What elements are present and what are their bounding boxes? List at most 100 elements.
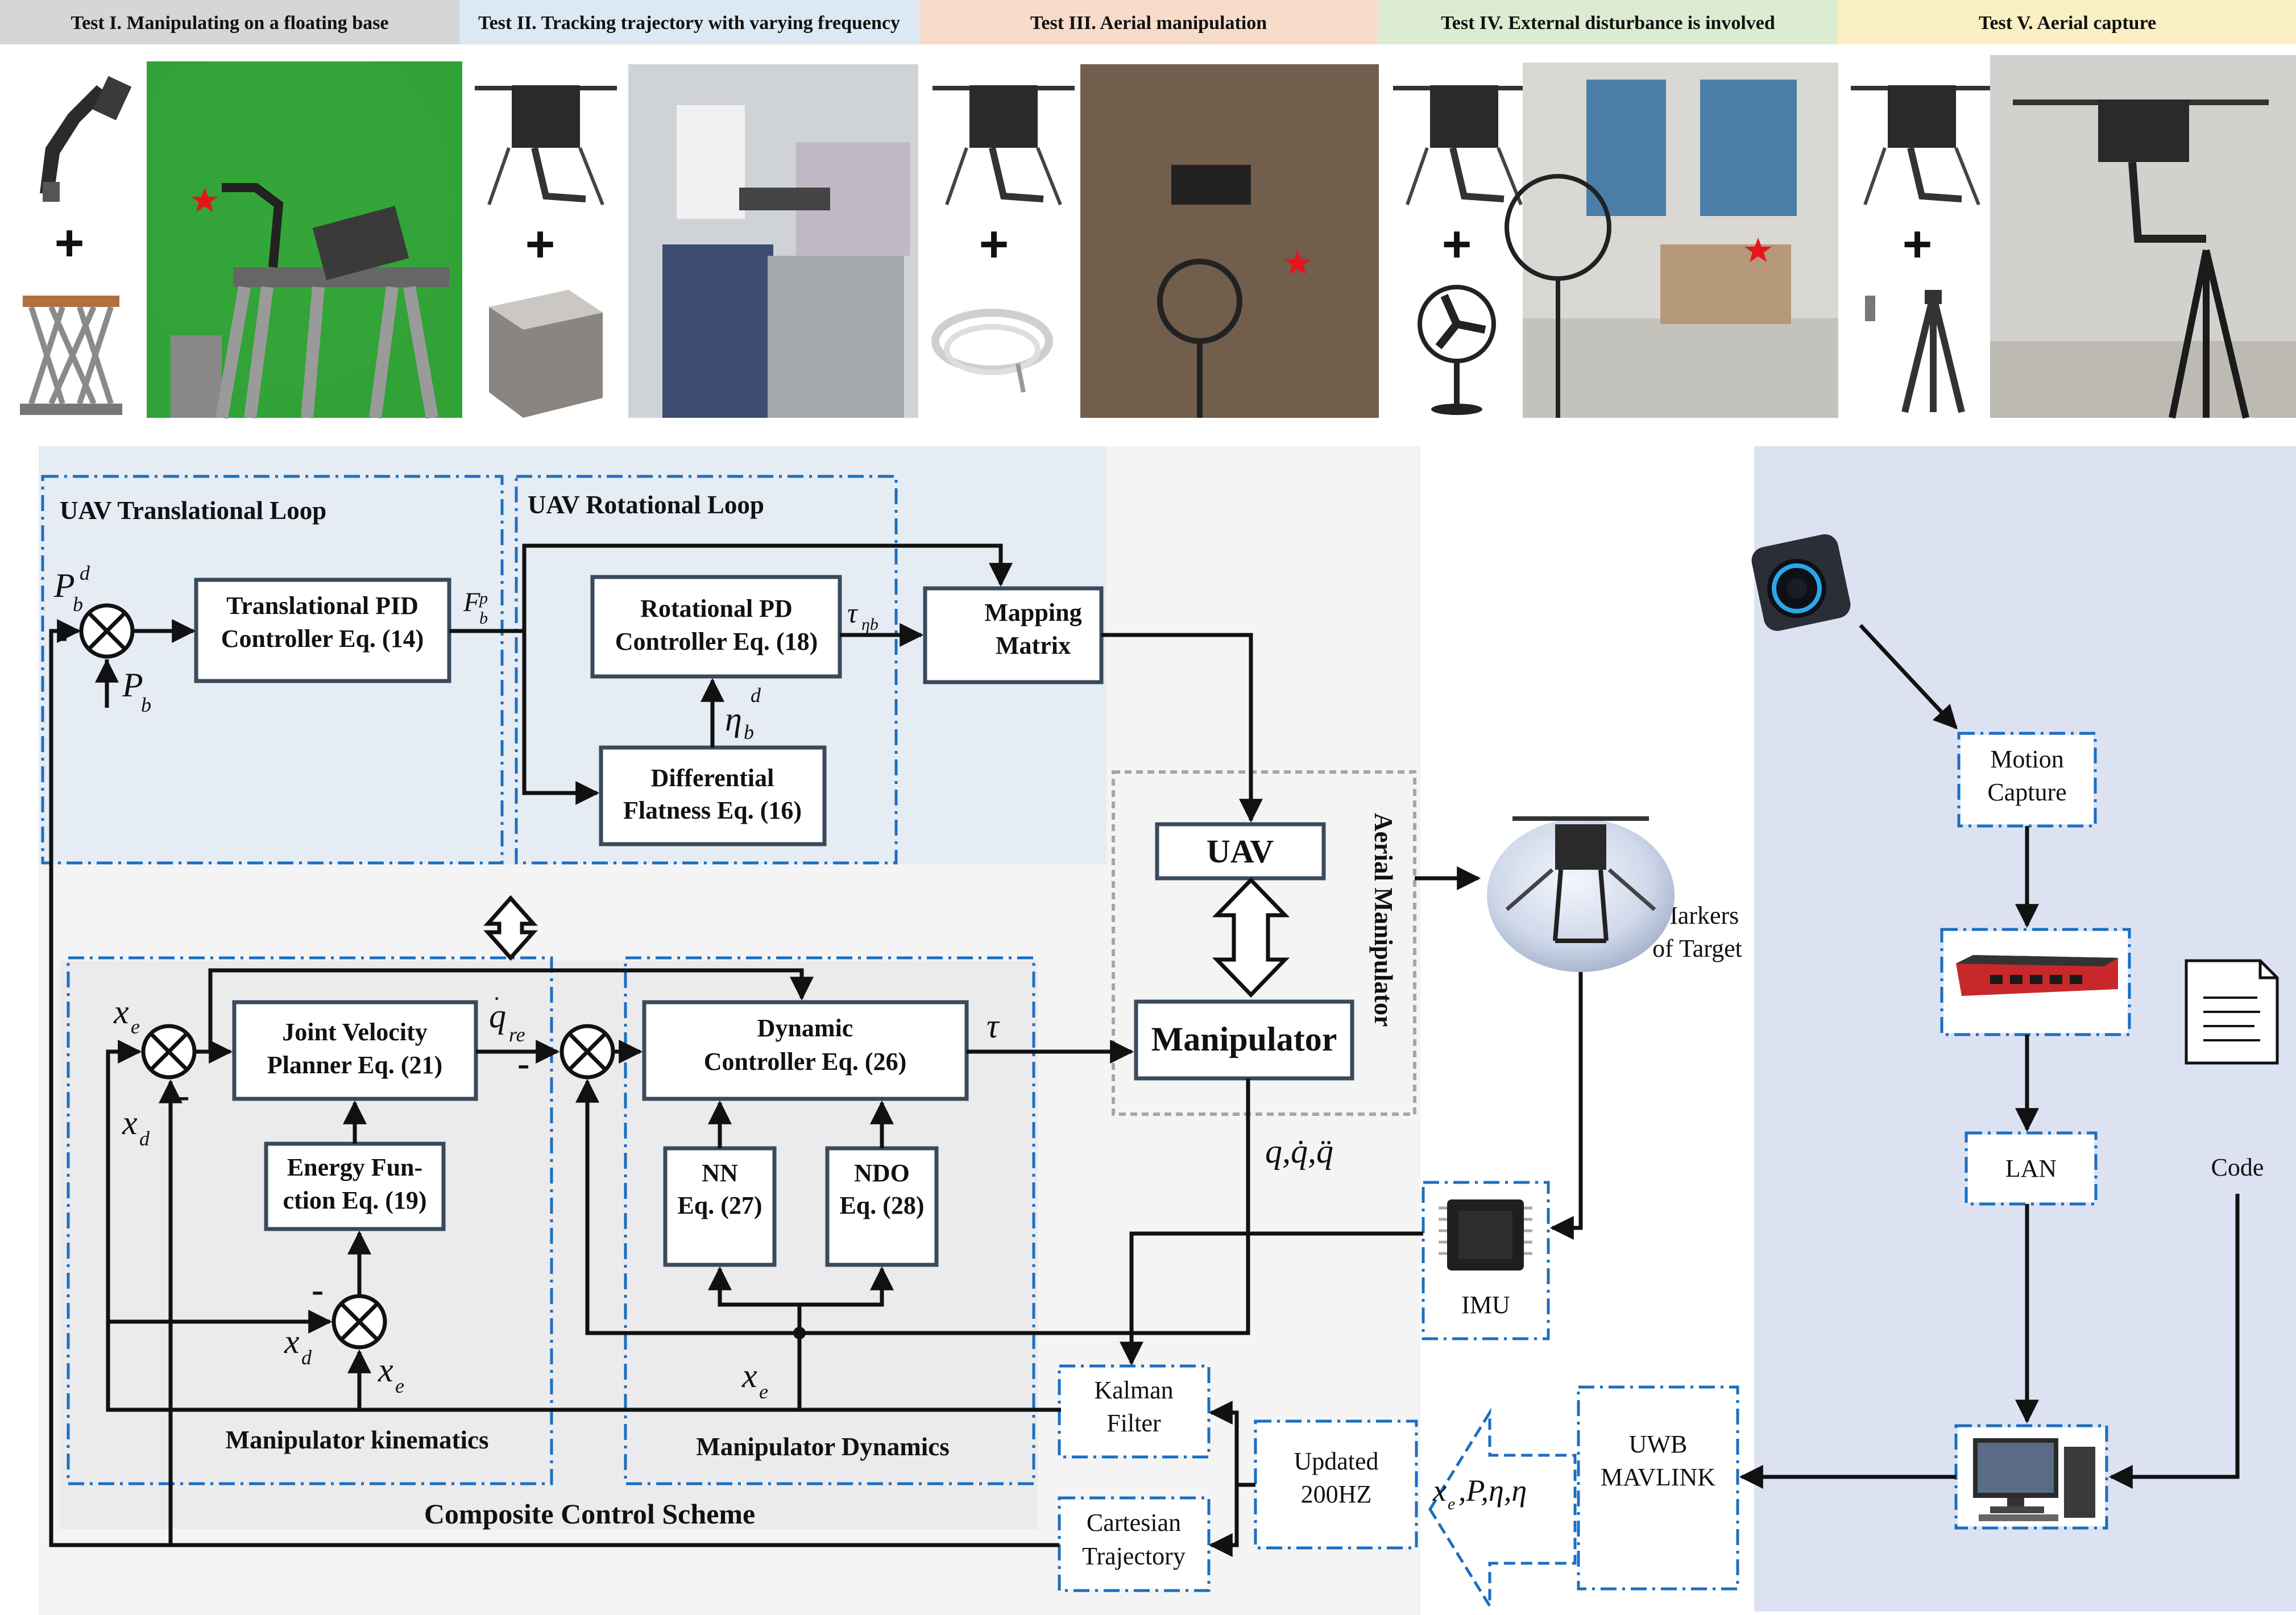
test-1-photo <box>147 61 462 419</box>
kalman-line1: Kalman <box>1094 1376 1173 1404</box>
symbol-f-b-p-sub: b <box>479 609 488 628</box>
symbol-tau-eta-b-sub: ηb <box>861 615 878 634</box>
test-5-band <box>1838 0 2296 44</box>
double-arrows <box>483 877 1290 998</box>
translational-pid-line2: Controller Eq. (14) <box>221 625 424 653</box>
symbol-f-b-p: F <box>463 587 480 617</box>
aerial-manipulator-region <box>1112 770 1416 1116</box>
kinematics-label: Manipulator kinematics <box>226 1426 489 1454</box>
symbol-eta-b-d: η <box>725 700 742 738</box>
mapping-matrix-line1: Mapping <box>984 599 1081 626</box>
composite-scheme-label: Composite Control Scheme <box>424 1498 755 1530</box>
energy-function-line2: ction Eq. (19) <box>283 1186 427 1214</box>
double-arrow-icon <box>1212 877 1290 998</box>
symbol-f-b-p-sup: p <box>478 589 488 608</box>
quadrotor-icon <box>933 85 1075 206</box>
lan-region <box>1965 1131 2098 1206</box>
test-2-photo <box>628 64 918 418</box>
symbol-x-d-sub: d <box>139 1127 150 1150</box>
marker-star-icon <box>1284 250 1311 275</box>
test-1-band <box>0 0 459 44</box>
differential-flatness-line1: Differential <box>651 764 774 792</box>
symbol-x-e-lower: x <box>378 1351 393 1389</box>
uav-block-label: UAV <box>1207 833 1274 870</box>
test-4-label: Test IV. External disturbance is involve… <box>1441 13 1775 34</box>
quadrotor-icon <box>475 85 617 206</box>
tripod-icon <box>1865 290 1965 413</box>
joint-velocity-line1: Joint Velocity <box>282 1018 427 1046</box>
symbol-x-d-lower: x <box>284 1323 300 1360</box>
updated-line2: 200HZ <box>1301 1480 1372 1508</box>
symbol-p-b-d-sup: d <box>80 562 90 584</box>
imu-label: IMU <box>1461 1291 1510 1319</box>
foam-cube-icon <box>489 290 603 418</box>
symbol-x-e-sub: e <box>131 1015 140 1038</box>
dynamics-label: Manipulator Dynamics <box>696 1433 949 1461</box>
test-3-band <box>919 0 1378 44</box>
summing-junction-icon <box>79 603 135 659</box>
minus-sign: - <box>177 1075 189 1115</box>
motion-capture-line1: Motion <box>1990 745 2064 773</box>
test-4-band <box>1378 0 1838 44</box>
fan-icon <box>1418 285 1496 415</box>
kalman-line2: Filter <box>1106 1409 1161 1437</box>
feedback-hollow-arrow-icon <box>1428 1408 1577 1611</box>
ndo-line2: Eq. (28) <box>839 1191 924 1219</box>
symbol-q-re-sub: re <box>509 1023 525 1046</box>
translational-pid-line1: Translational PID <box>226 592 418 620</box>
router-region <box>1940 928 2131 1036</box>
computer-icon <box>1973 1438 2095 1521</box>
signal-lines <box>49 543 2240 1557</box>
imu-chip-icon <box>1439 1199 1532 1271</box>
nn-line1: NN <box>702 1159 738 1187</box>
router-icon <box>1956 955 2118 996</box>
lan-label: LAN <box>2005 1155 2057 1182</box>
minus-sign: - <box>312 1269 324 1310</box>
test-3-photo <box>1080 64 1379 418</box>
double-arrow-icon <box>483 895 538 961</box>
minus-sign: - <box>56 616 68 656</box>
summing-junction-icon <box>331 1294 387 1350</box>
plus-icon: + <box>1903 216 1933 273</box>
aerial-manipulator-label: Aerial Manipulator <box>1369 813 1398 1027</box>
markers-line2: of Target <box>1652 935 1742 962</box>
symbol-eta-b-d-sub: b <box>744 721 754 744</box>
translational-loop-label: UAV Translational Loop <box>60 496 326 525</box>
plus-icon: + <box>1442 216 1472 273</box>
mapping-matrix-line2: Matrix <box>996 632 1071 659</box>
symbol-p-b-sub: b <box>141 694 151 716</box>
test-2-label: Test II. Tracking trajectory with varyin… <box>478 13 900 34</box>
test-5-label: Test V. Aerial capture <box>1979 13 2156 34</box>
uwb-line1: UWB <box>1629 1430 1688 1458</box>
symbol-feedback-vector-tail: ,P,η,η <box>1458 1473 1527 1508</box>
rotational-pd-line2: Controller Eq. (18) <box>615 628 818 655</box>
symbol-tau-eta-b: τ <box>847 597 859 629</box>
symbol-x-e-lower-sub: e <box>395 1375 404 1397</box>
code-label: Code <box>2211 1153 2264 1181</box>
photo-strip: + + <box>20 55 2296 419</box>
marker-star-icon <box>1744 238 1772 262</box>
updated-region <box>1254 1419 1418 1550</box>
motion-capture-camera-icon <box>1751 534 1851 631</box>
symbol-feedback-vector-rest: e <box>1448 1494 1455 1513</box>
plus-icon: + <box>525 216 556 273</box>
differential-flatness-line2: Flatness Eq. (16) <box>623 796 802 824</box>
test-header-bar: Test I. Manipulating on a floating base … <box>0 0 2296 44</box>
white-boxes <box>1061 735 2128 1589</box>
cartesian-line1: Cartesian <box>1087 1509 1181 1537</box>
dynamics-region <box>624 956 1035 1485</box>
test-1-label: Test I. Manipulating on a floating base <box>71 13 389 34</box>
symbol-feedback-vector: x <box>1432 1473 1447 1508</box>
ndo-line1: NDO <box>854 1159 910 1187</box>
dynamic-controller-line1: Dynamic <box>757 1014 853 1042</box>
joint-velocity-line2: Planner Eq. (21) <box>267 1051 442 1079</box>
cartesian-line2: Trajectory <box>1082 1542 1186 1570</box>
symbol-q-vector: q,q̇,q̈ <box>1265 1132 1333 1170</box>
updated-line1: Updated <box>1294 1447 1378 1475</box>
plus-icon: + <box>55 215 85 272</box>
rotational-loop-label: UAV Rotational Loop <box>528 491 764 519</box>
symbol-q-re-dot: · <box>494 986 499 1011</box>
rotational-pd-line1: Rotational PD <box>640 595 793 622</box>
imu-region <box>1421 1181 1550 1340</box>
